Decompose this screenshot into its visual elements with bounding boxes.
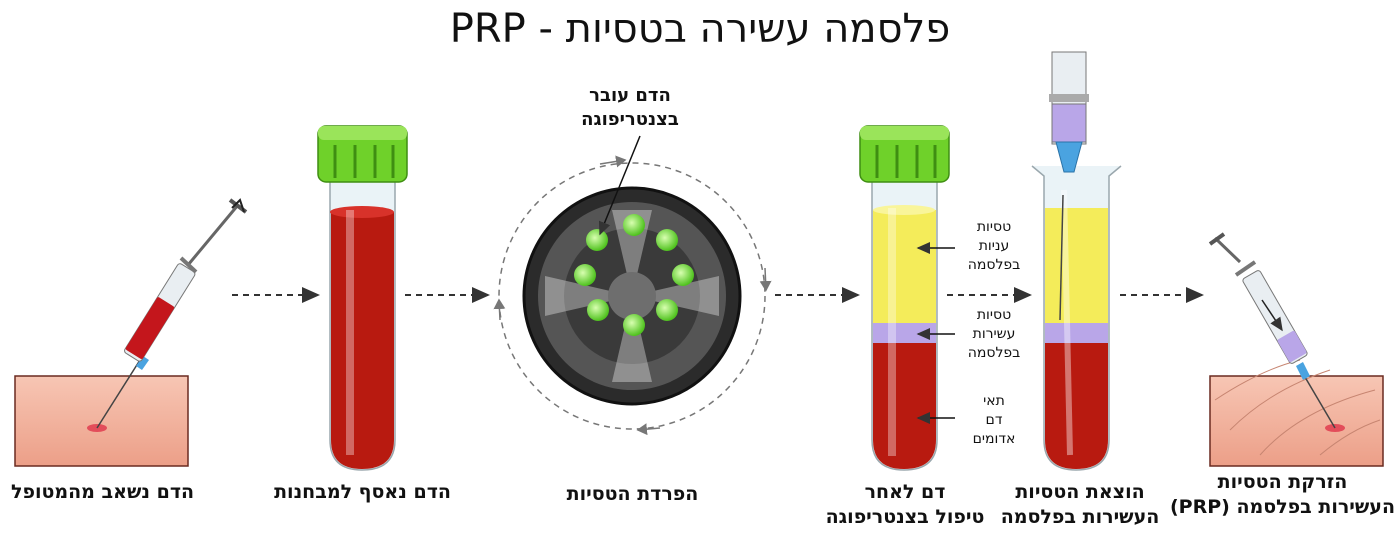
tube-extraction bbox=[1031, 51, 1122, 471]
skin-block-2 bbox=[1209, 359, 1384, 467]
step-label-line: העשירות בפלסמה (PRP) bbox=[1169, 496, 1395, 518]
step-label-line: הוצאת הטסיות bbox=[1015, 481, 1145, 503]
centrifuge-icon bbox=[493, 135, 772, 436]
step-label-after-centrifuge: דם לאחר טיפול בצנטריפוגה bbox=[790, 480, 1020, 530]
step-label-collect: הדם נאסף למבחנות bbox=[274, 481, 451, 503]
step-label-line: דם לאחר bbox=[864, 481, 946, 503]
layer-label-plasma-poor: טסיות עניות בפלסמה bbox=[955, 218, 1033, 275]
step-label-line: העשירות בפלסמה bbox=[1000, 506, 1160, 528]
layer-label-red-cells: תאי דם אדומים bbox=[955, 392, 1033, 449]
syringe-draw-icon bbox=[96, 198, 248, 429]
layer-label-line: תאי bbox=[983, 393, 1005, 409]
layer-label-line: עשירות bbox=[972, 326, 1016, 342]
layer-label-line: אדומים bbox=[972, 431, 1016, 447]
centrifuge-note-line1: הדם עובר bbox=[589, 85, 671, 106]
syringe-inject-icon bbox=[1208, 232, 1336, 429]
layer-label-line: עניות bbox=[978, 238, 1010, 254]
tube-blood bbox=[317, 125, 408, 471]
layer-label-plasma-rich: טסיות עשירות בפלסמה bbox=[955, 306, 1033, 363]
step-label-extract: הוצאת הטסיות העשירות בפלסמה bbox=[990, 480, 1170, 530]
step-label-separate: הפרדת הטסיות bbox=[566, 483, 699, 505]
centrifuge-note-line2: בצנטריפוגה bbox=[581, 109, 679, 130]
layer-label-line: בפלסמה bbox=[967, 257, 1021, 273]
layer-label-line: טסיות bbox=[976, 219, 1012, 235]
step-label-line: טיפול בצנטריפוגה bbox=[825, 506, 985, 528]
centrifuge-note: הדם עובר בצנטריפוגה bbox=[570, 84, 690, 132]
step-label-line: הזרקת הטסיות bbox=[1217, 471, 1348, 493]
tube-separated bbox=[859, 125, 955, 471]
step-label-inject: הזרקת הטסיות העשירות בפלסמה (PRP) bbox=[1170, 470, 1395, 520]
skin-block-1 bbox=[14, 375, 189, 467]
layer-label-line: דם bbox=[985, 412, 1003, 428]
page-title: פלסמה עשירה בטסיות - PRP bbox=[449, 6, 951, 52]
step-label-draw: הדם נשאב מהמטופל bbox=[10, 481, 195, 503]
layer-label-line: טסיות bbox=[976, 307, 1012, 323]
layer-label-line: בפלסמה bbox=[967, 345, 1021, 361]
